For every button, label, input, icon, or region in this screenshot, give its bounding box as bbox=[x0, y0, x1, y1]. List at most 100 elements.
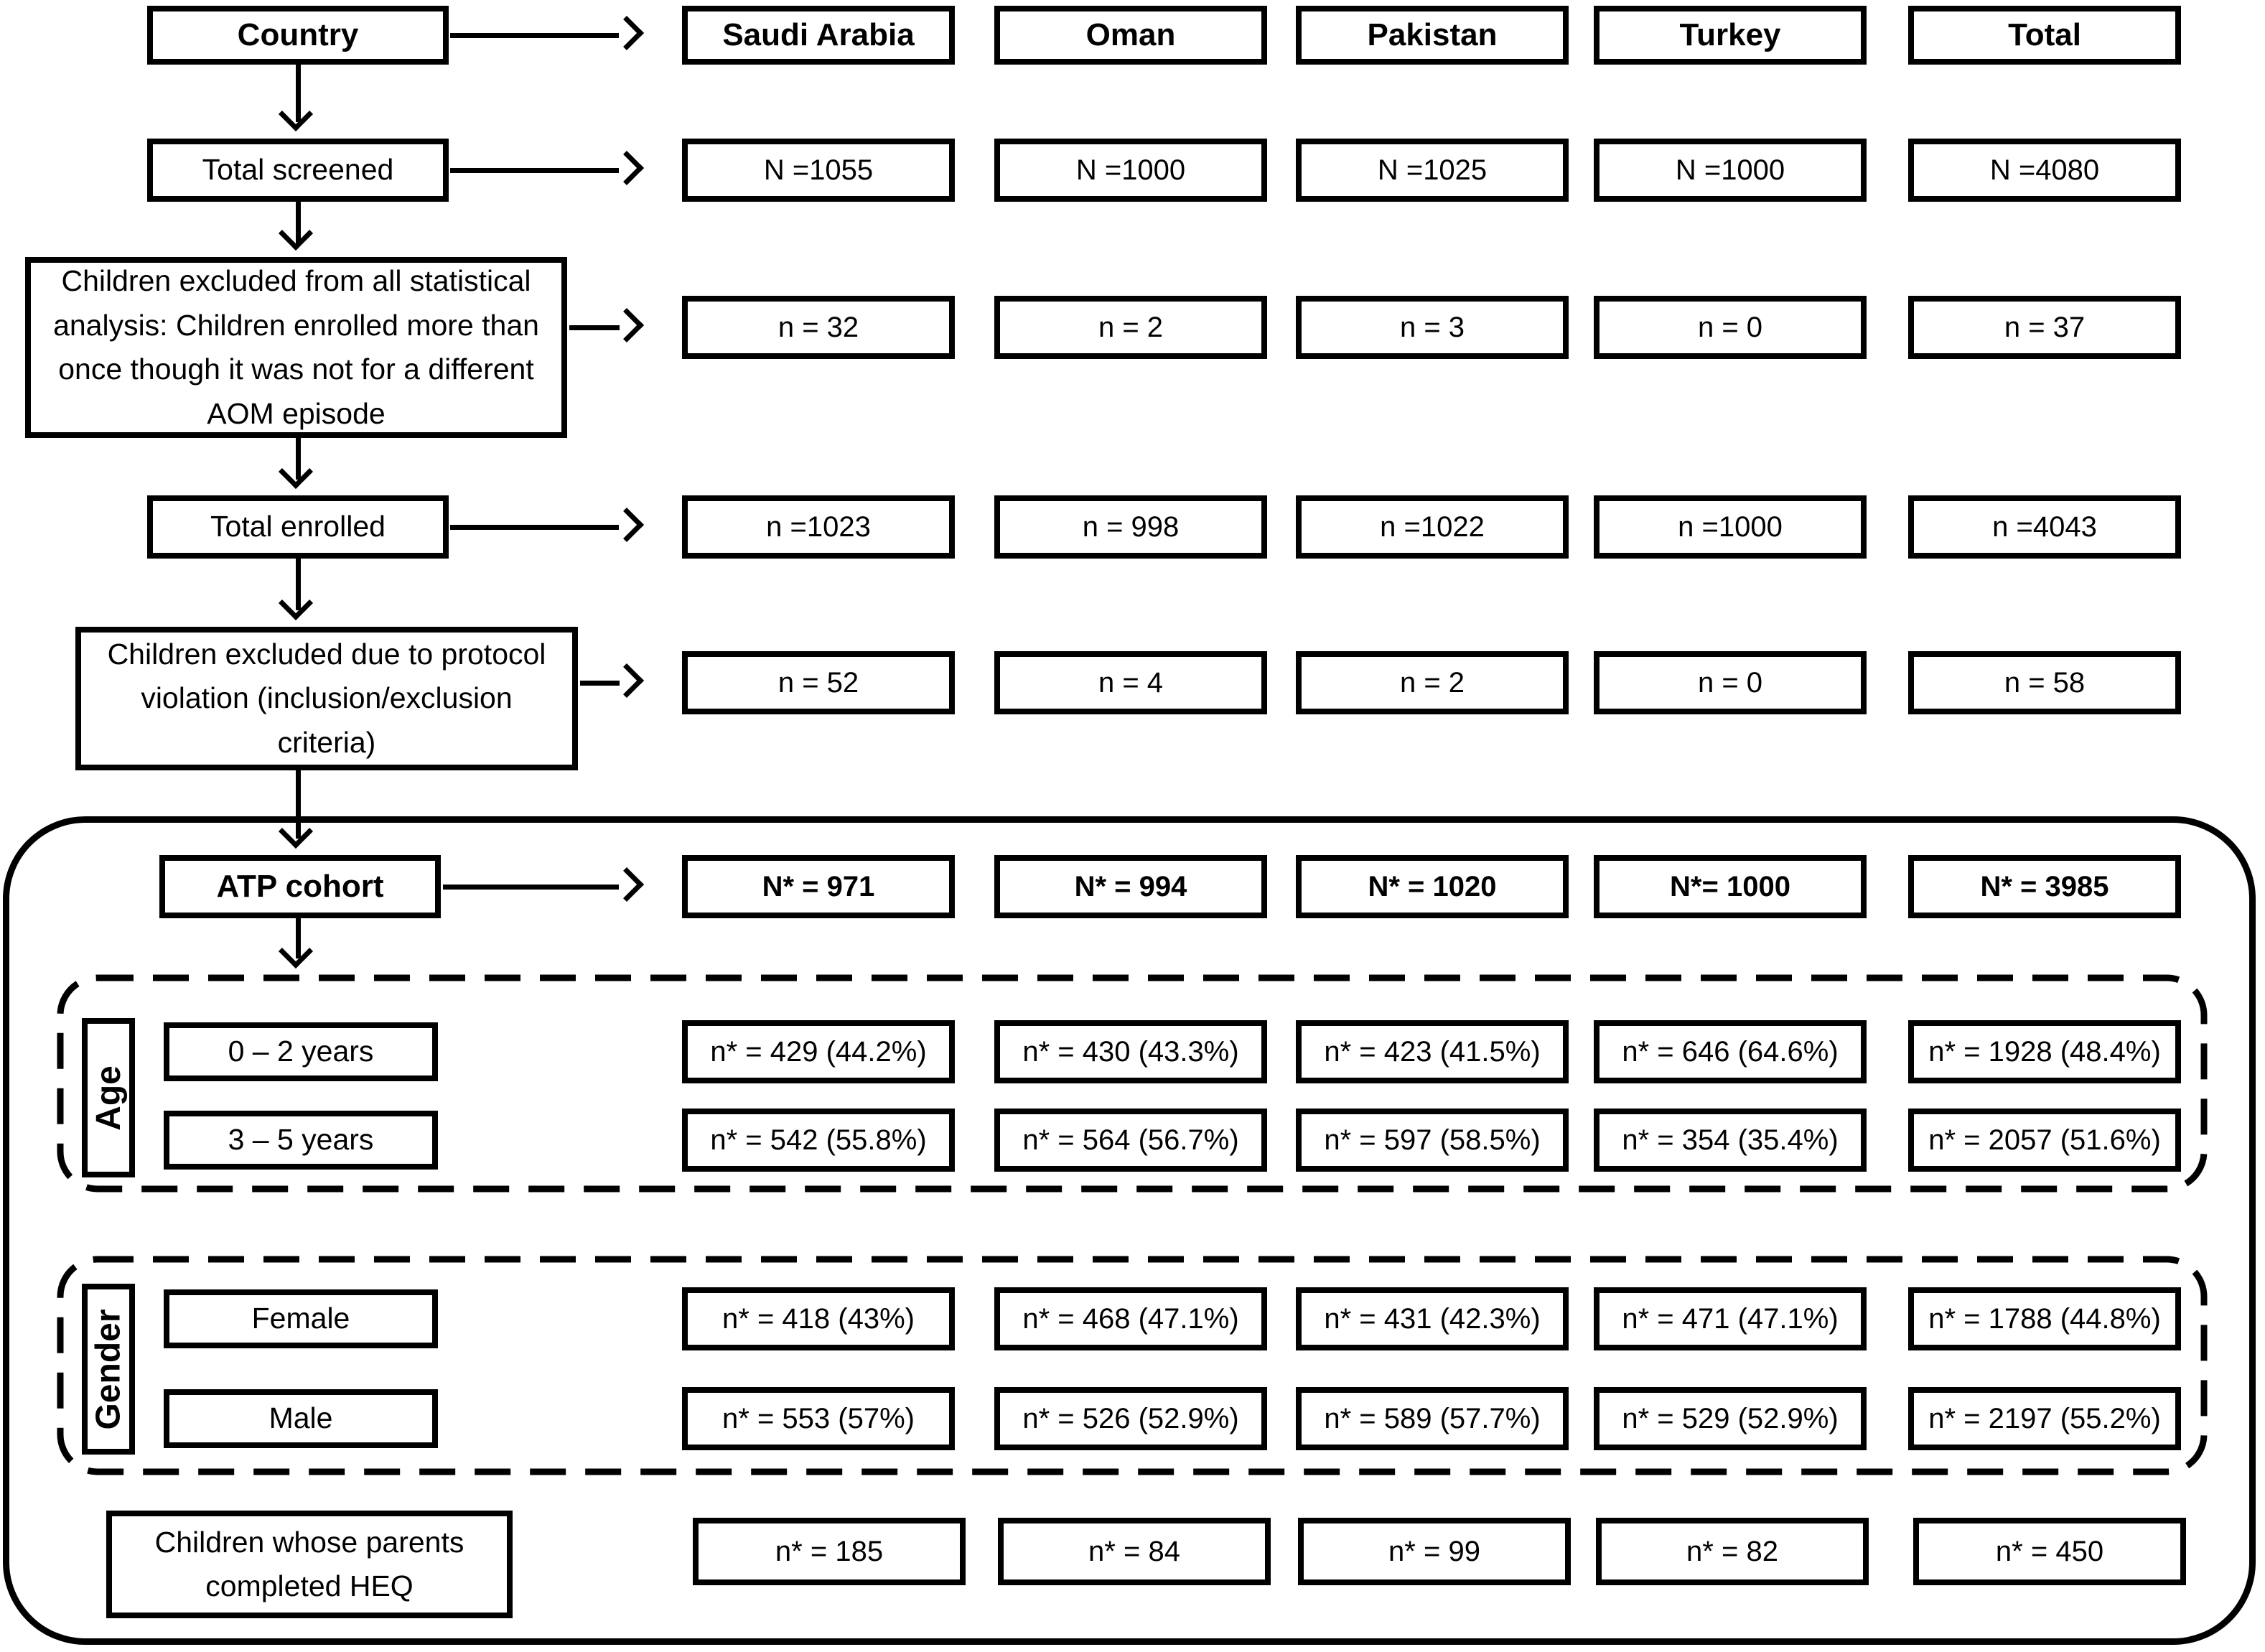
value-text: N* = 994 bbox=[1074, 870, 1187, 902]
gender-male-label-box: Male bbox=[164, 1389, 438, 1448]
arrow-down-line bbox=[296, 559, 301, 610]
value-box-age35-total: n* = 2057 (51.6%) bbox=[1908, 1109, 2181, 1172]
value-text: n = 4 bbox=[1098, 666, 1164, 699]
value-box-excluded2-total: n = 58 bbox=[1908, 651, 2181, 714]
arrow-right-line bbox=[450, 33, 619, 38]
arrow-down-head-icon bbox=[278, 215, 314, 251]
value-box-age02-pakistan: n* = 423 (41.5%) bbox=[1296, 1020, 1569, 1083]
value-box-screened-pakistan: N =1025 bbox=[1296, 139, 1569, 202]
gender-side-label: Gender bbox=[89, 1308, 128, 1430]
arrow-right-head-icon bbox=[609, 507, 645, 543]
value-box-excluded1-oman: n = 2 bbox=[994, 296, 1267, 359]
total-enrolled-label-box: Total enrolled bbox=[147, 495, 449, 559]
atp-cohort-label-box: ATP cohort bbox=[159, 855, 441, 918]
arrow-down-line bbox=[296, 202, 301, 245]
age-side-label-box: Age bbox=[82, 1018, 135, 1177]
arrow-down-head-icon bbox=[278, 96, 314, 132]
value-box-excluded2-pakistan: n = 2 bbox=[1296, 651, 1569, 714]
value-box-age02-saudi: n* = 429 (44.2%) bbox=[682, 1020, 955, 1083]
value-box-male-turkey: n* = 529 (52.9%) bbox=[1594, 1387, 1867, 1450]
value-text: n* = 542 (55.8%) bbox=[710, 1124, 927, 1156]
column-header-total: Total bbox=[1908, 6, 2181, 65]
value-box-excluded1-total: n = 37 bbox=[1908, 296, 2181, 359]
age-0-2-label-box: 0 – 2 years bbox=[164, 1022, 438, 1081]
arrow-down-line bbox=[296, 65, 301, 122]
value-text: n = 0 bbox=[1697, 311, 1763, 343]
value-text: n = 32 bbox=[777, 311, 859, 343]
value-box-enrolled-turkey: n =1000 bbox=[1594, 495, 1867, 559]
row-label: ATP cohort bbox=[216, 869, 384, 904]
value-text: n* = 564 (56.7%) bbox=[1022, 1124, 1239, 1156]
row-label: Children whose parents completed HEQ bbox=[154, 1525, 464, 1603]
arrow-right-head-icon bbox=[609, 15, 645, 51]
value-text: n = 2 bbox=[1399, 666, 1465, 699]
value-box-female-saudi: n* = 418 (43%) bbox=[682, 1287, 955, 1350]
value-box-heq-saudi: n* = 185 bbox=[693, 1518, 966, 1585]
value-box-female-turkey: n* = 471 (47.1%) bbox=[1594, 1287, 1867, 1350]
value-text: n =1000 bbox=[1678, 510, 1783, 543]
value-text: n* = 431 (42.3%) bbox=[1324, 1302, 1541, 1335]
value-text: n* = 450 bbox=[1995, 1535, 2104, 1567]
age-side-label: Age bbox=[89, 1065, 128, 1131]
country-header-box: Country bbox=[147, 6, 449, 65]
value-box-age35-oman: n* = 564 (56.7%) bbox=[994, 1109, 1267, 1172]
arrow-right-head-icon bbox=[609, 663, 645, 699]
heq-label-box: Children whose parents completed HEQ bbox=[106, 1511, 513, 1618]
row-label: Male bbox=[268, 1401, 333, 1435]
value-box-age02-oman: n* = 430 (43.3%) bbox=[994, 1020, 1267, 1083]
value-text: n* = 553 (57%) bbox=[722, 1402, 915, 1434]
value-box-heq-turkey: n* = 82 bbox=[1596, 1518, 1869, 1585]
arrow-right-head-icon bbox=[609, 150, 645, 186]
value-box-screened-saudi: N =1055 bbox=[682, 139, 955, 202]
row-label: 0 – 2 years bbox=[228, 1035, 374, 1068]
value-box-female-pakistan: n* = 431 (42.3%) bbox=[1296, 1287, 1569, 1350]
value-text: N* = 3985 bbox=[1980, 870, 2109, 902]
value-text: N* = 1020 bbox=[1368, 870, 1497, 902]
value-text: n = 52 bbox=[777, 666, 859, 699]
value-text: n* = 589 (57.7%) bbox=[1324, 1402, 1541, 1434]
value-box-male-saudi: n* = 553 (57%) bbox=[682, 1387, 955, 1450]
value-box-enrolled-oman: n = 998 bbox=[994, 495, 1267, 559]
value-box-enrolled-total: n =4043 bbox=[1908, 495, 2181, 559]
arrow-right-head-icon bbox=[609, 307, 645, 343]
row-label: Children excluded from all statistical a… bbox=[53, 264, 539, 430]
value-text: n = 37 bbox=[2004, 311, 2086, 343]
excluded-statistical-label-box: Children excluded from all statistical a… bbox=[25, 257, 567, 438]
value-text: N =1000 bbox=[1675, 154, 1785, 186]
value-box-enrolled-pakistan: n =1022 bbox=[1296, 495, 1569, 559]
value-text: n* = 471 (47.1%) bbox=[1622, 1302, 1839, 1335]
column-header-pakistan: Pakistan bbox=[1296, 6, 1569, 65]
value-text: n* = 529 (52.9%) bbox=[1622, 1402, 1839, 1434]
value-box-male-oman: n* = 526 (52.9%) bbox=[994, 1387, 1267, 1450]
arrow-right-line bbox=[569, 325, 620, 330]
arrow-down-head-icon bbox=[278, 454, 314, 490]
value-text: n =1022 bbox=[1380, 510, 1485, 543]
value-text: n* = 2057 (51.6%) bbox=[1928, 1124, 2161, 1156]
value-box-excluded2-saudi: n = 52 bbox=[682, 651, 955, 714]
value-text: n* = 430 (43.3%) bbox=[1022, 1035, 1239, 1068]
value-text: n* = 468 (47.1%) bbox=[1022, 1302, 1239, 1335]
value-box-heq-total: n* = 450 bbox=[1913, 1518, 2186, 1585]
column-header-turkey: Turkey bbox=[1594, 6, 1867, 65]
value-text: n* = 423 (41.5%) bbox=[1324, 1035, 1541, 1068]
value-box-male-total: n* = 2197 (55.2%) bbox=[1908, 1387, 2181, 1450]
arrow-right-line bbox=[580, 681, 620, 686]
value-text: N =1025 bbox=[1377, 154, 1488, 186]
column-header-label: Pakistan bbox=[1367, 17, 1498, 52]
value-text: n* = 82 bbox=[1686, 1535, 1778, 1567]
value-text: n* = 354 (35.4%) bbox=[1622, 1124, 1839, 1156]
arrow-right-line bbox=[443, 885, 619, 890]
value-text: n* = 1928 (48.4%) bbox=[1928, 1035, 2161, 1068]
value-text: N =1000 bbox=[1075, 154, 1186, 186]
value-box-heq-oman: n* = 84 bbox=[998, 1518, 1271, 1585]
value-box-male-pakistan: n* = 589 (57.7%) bbox=[1296, 1387, 1569, 1450]
value-box-age35-pakistan: n* = 597 (58.5%) bbox=[1296, 1109, 1569, 1172]
value-text: n = 0 bbox=[1697, 666, 1763, 699]
country-header-label: Country bbox=[237, 17, 359, 52]
column-header-label: Saudi Arabia bbox=[722, 17, 915, 52]
value-box-screened-oman: N =1000 bbox=[994, 139, 1267, 202]
value-text: n* = 1788 (44.8%) bbox=[1928, 1302, 2161, 1335]
row-label: Total screened bbox=[202, 153, 394, 187]
value-text: N =4080 bbox=[1989, 154, 2100, 186]
